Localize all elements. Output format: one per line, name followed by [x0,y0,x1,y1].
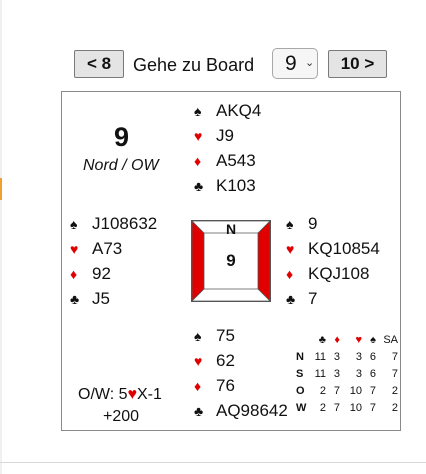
dd-cell: 3 [355,368,362,380]
south-spades: ♠ 75 [194,326,235,346]
spade-icon: ♠ [370,334,376,346]
east-clubs: ♣7 [286,289,317,309]
dd-row-player: O [296,385,305,397]
board-number: 9 [114,122,130,152]
north-hearts: ♥ J9 [194,126,234,146]
dd-header-notrump: SA [383,334,398,346]
south-spades-cards: 75 [216,326,235,345]
heart-icon: ♥ [194,353,203,369]
south-marker [191,288,271,302]
diamond-icon: ♦ [194,153,202,169]
club-icon: ♣ [318,334,326,346]
board-select[interactable]: 9 ⌄ [272,48,318,79]
spade-icon: ♠ [286,216,294,232]
dd-cell: 6 [369,368,376,380]
compass-north-label: N [225,221,237,237]
heart-icon: ♥ [127,386,138,403]
spade-icon: ♠ [70,216,78,232]
south-diamonds-cards: 76 [216,376,235,395]
heart-icon: ♥ [355,334,362,346]
east-diamonds-cards: KQJ108 [308,264,370,283]
west-clubs: ♣ J5 [70,289,110,309]
dd-cell: 7 [369,385,376,397]
south-clubs: ♣ AQ98642 [194,401,288,421]
south-clubs-cards: AQ98642 [216,401,288,420]
diamond-icon: ♦ [194,378,202,394]
contract-declarer: O/W: 5 [78,386,128,403]
west-clubs-cards: J5 [92,289,110,308]
bottom-divider [0,462,426,463]
spade-icon: ♠ [194,103,202,119]
dd-cell: 7 [369,402,376,414]
compass-box: N 9 [191,220,271,302]
compass-board-number: 9 [226,251,236,270]
north-diamonds: ♦ A543 [194,151,256,171]
east-spades-cards: 9 [308,214,318,233]
south-diamonds: ♦ 76 [194,376,235,396]
west-diamonds: ♦ 92 [70,264,111,284]
south-hearts-cards: 62 [216,351,235,370]
dd-cell: 11 [314,368,326,380]
diamond-icon: ♦ [70,266,78,282]
diamond-icon: ♦ [286,266,294,282]
dd-cell: 2 [391,385,398,397]
south-hearts: ♥ 62 [194,351,235,371]
dd-cell: 6 [369,351,376,363]
club-icon: ♣ [70,291,80,307]
dd-cell: 2 [391,402,398,414]
north-hearts-cards: J9 [216,126,234,145]
dd-cell: 7 [391,368,398,380]
contract-result: X-1 [137,386,162,403]
dd-row-player: S [296,368,304,380]
prev-board-button[interactable]: < 8 [74,50,124,78]
west-spades-cards: J108632 [92,214,158,233]
heart-icon: ♥ [194,128,203,144]
east-hearts: ♥ KQ10854 [286,239,380,259]
dd-cell: 2 [319,402,326,414]
dd-cell: 10 [349,385,362,397]
west-spades: ♠ J108632 [70,214,157,234]
east-diamonds: ♦ KQJ108 [286,264,369,284]
next-board-button[interactable]: 10 > [328,50,387,78]
east-clubs-cards: 7 [308,289,318,308]
score: +200 [103,408,140,425]
dd-cell: 2 [319,385,326,397]
dd-row-player: N [296,351,304,363]
north-diamonds-cards: A543 [216,151,256,170]
north-marker [191,220,271,234]
dd-cell: 11 [314,351,326,363]
dd-cell: 7 [333,385,340,397]
dd-cell: 7 [391,351,398,363]
dd-cell: 3 [333,368,340,380]
dd-cell: 7 [333,402,340,414]
west-hearts-cards: A73 [92,239,123,258]
dd-cell: 10 [349,402,362,414]
west-hearts: ♥ A73 [70,239,122,259]
dd-cell: 3 [333,351,340,363]
club-icon: ♣ [194,403,204,419]
left-edge-accent [0,178,2,200]
dealer-vulnerability: Nord / OW [83,157,159,174]
club-icon: ♣ [194,178,204,194]
dd-row-player: W [296,402,307,414]
north-clubs: ♣ K103 [194,176,256,196]
east-spades: ♠9 [286,214,317,234]
heart-icon: ♥ [286,241,295,257]
north-clubs-cards: K103 [216,176,256,195]
goto-board-label: Gehe zu Board [133,55,255,75]
east-hearts-cards: KQ10854 [308,239,380,258]
spade-icon: ♠ [194,328,202,344]
dd-cell: 3 [355,351,362,363]
north-spades: ♠ AKQ4 [194,101,261,121]
left-edge-strip [0,0,2,474]
contract: O/W: 5♥X-1 [78,385,162,405]
chevron-down-icon: ⌄ [305,57,315,69]
club-icon: ♣ [286,291,296,307]
board-select-value: 9 [285,52,297,75]
diamond-icon: ♦ [334,334,340,346]
heart-icon: ♥ [70,241,79,257]
west-diamonds-cards: 92 [92,264,111,283]
compass-graphic [191,220,271,302]
north-spades-cards: AKQ4 [216,101,262,120]
